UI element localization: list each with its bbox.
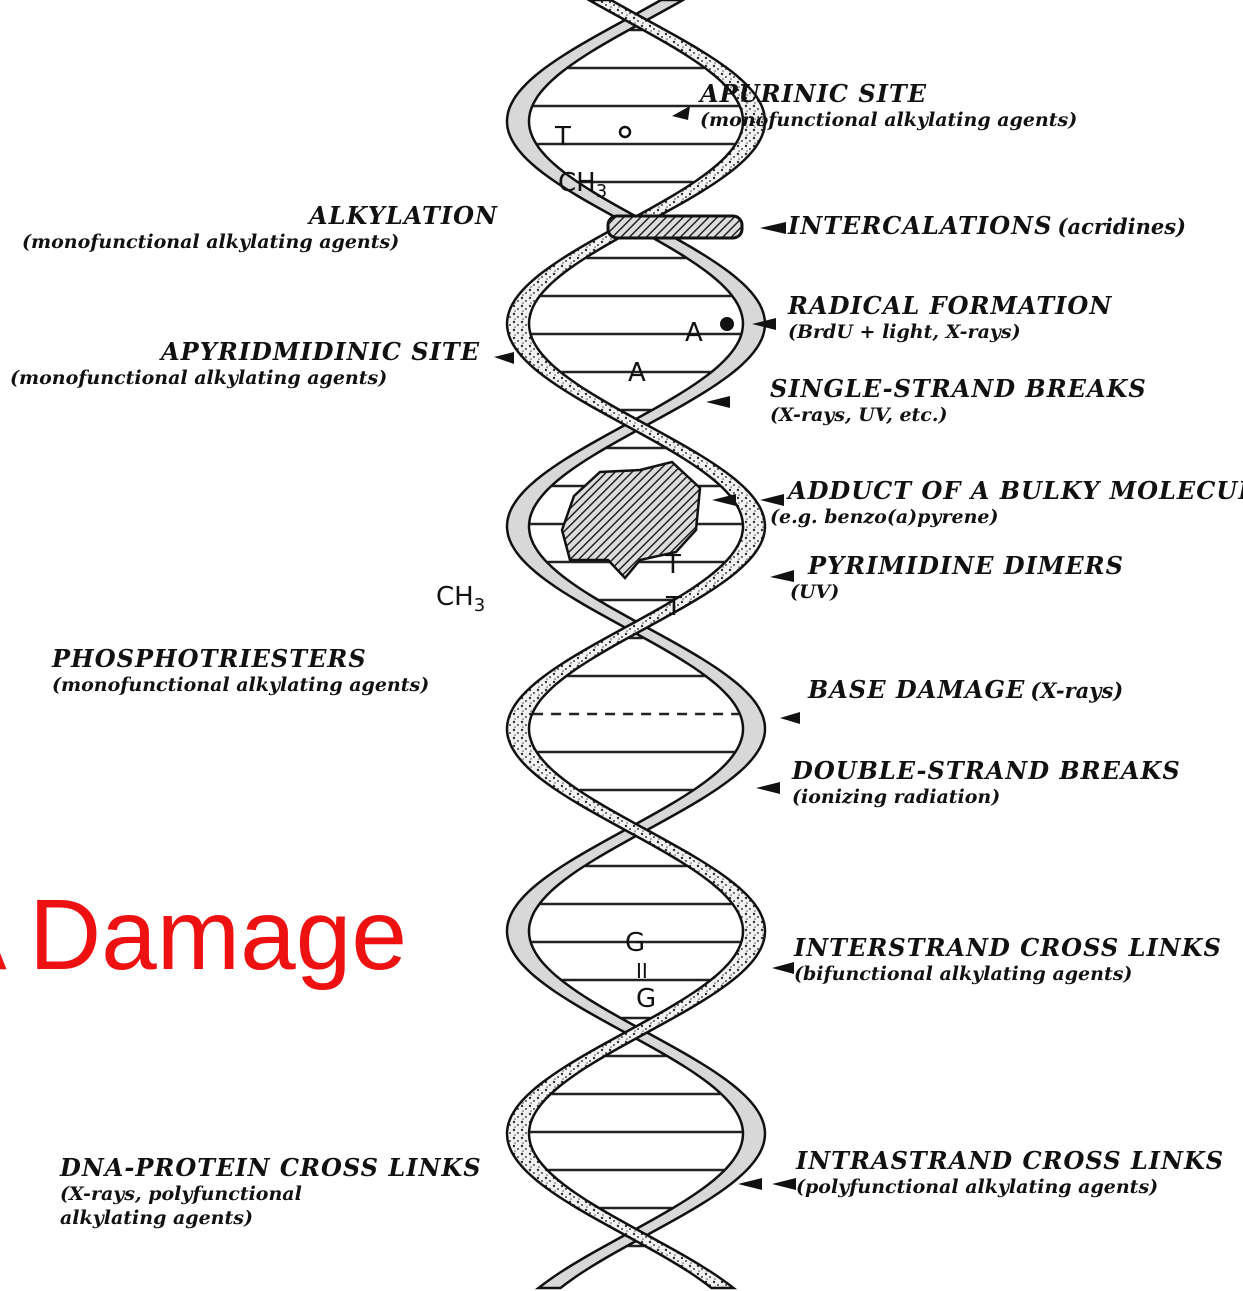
label-subtitle: (BrdU + light, X-rays) <box>788 320 1112 344</box>
crosslink-bond: II <box>636 958 648 984</box>
label-apyrimidinic-site: APYRIDMIDINIC SITE (monofunctional alkyl… <box>10 338 480 390</box>
label-apurinic-site: APURINIC SITE (monofunctional alkylating… <box>700 80 1077 132</box>
label-subtitle: (acridines) <box>1058 214 1186 239</box>
label-title: INTERCALATIONS <box>788 211 1052 240</box>
methyl-symbol: CH <box>558 168 596 198</box>
label-interstrand-cross-links: INTERSTRAND CROSS LINKS (bifunctional al… <box>794 934 1222 986</box>
base-t-1: T <box>555 124 571 150</box>
label-title: DOUBLE-STRAND BREAKS <box>792 757 1181 785</box>
label-bulky-adduct: ADDUCT OF A BULKY MOLECULE (e.g. benzo(a… <box>770 477 1243 529</box>
base-t-3: T <box>666 594 682 620</box>
methyl-subscript: 3 <box>596 181 607 202</box>
methyl-group-1: CH3 <box>558 170 607 205</box>
base-a-1: A <box>685 320 703 346</box>
label-dna-protein-cross-links: DNA-PROTEIN CROSS LINKS (X-rays, polyfun… <box>60 1154 482 1230</box>
label-subtitle: (monofunctional alkylating agents) <box>700 108 1077 132</box>
base-g-2: G <box>636 986 656 1012</box>
base-a-2: A <box>628 360 646 386</box>
label-subtitle: (X-rays, polyfunctional <box>60 1182 482 1206</box>
label-title: APURINIC SITE <box>700 80 1077 108</box>
label-phosphotriesters: PHOSPHOTRIESTERS (monofunctional alkylat… <box>52 645 429 697</box>
label-title: DNA-PROTEIN CROSS LINKS <box>60 1154 482 1182</box>
label-title: INTRASTRAND CROSS LINKS <box>796 1147 1224 1175</box>
label-intrastrand-cross-links: INTRASTRAND CROSS LINKS (polyfunctional … <box>796 1147 1224 1199</box>
label-subtitle: alkylating agents) <box>60 1206 482 1230</box>
label-base-damage: BASE DAMAGE (X-rays) <box>808 676 1123 704</box>
label-title: APYRIDMIDINIC SITE <box>10 338 480 366</box>
label-title: BASE DAMAGE <box>808 675 1025 704</box>
apurinic-site-marker <box>620 127 630 137</box>
methyl-group-2: CH3 <box>436 584 485 619</box>
intercalation-marker <box>608 216 742 238</box>
label-title: SINGLE-STRAND BREAKS <box>770 375 1147 403</box>
label-title: PYRIMIDINE DIMERS <box>790 552 1124 580</box>
label-radical-formation: RADICAL FORMATION (BrdU + light, X-rays) <box>788 292 1112 344</box>
label-subtitle: (bifunctional alkylating agents) <box>794 962 1222 986</box>
label-single-strand-breaks: SINGLE-STRAND BREAKS (X-rays, UV, etc.) <box>770 375 1147 427</box>
label-alkylation: ALKYLATION (monofunctional alkylating ag… <box>22 202 498 254</box>
methyl-symbol: CH <box>436 582 474 612</box>
radical-dot <box>720 317 734 331</box>
label-title: ADDUCT OF A BULKY MOLECULE <box>770 477 1243 505</box>
label-title: RADICAL FORMATION <box>788 292 1112 320</box>
slide-title: A Damage <box>0 880 407 990</box>
methyl-subscript: 3 <box>474 595 485 616</box>
label-title: ALKYLATION <box>22 202 498 230</box>
label-subtitle: (ionizing radiation) <box>792 785 1181 809</box>
label-intercalations: INTERCALATIONS (acridines) <box>788 212 1186 240</box>
label-subtitle: (polyfunctional alkylating agents) <box>796 1175 1224 1199</box>
base-g-1: G <box>625 930 645 956</box>
label-subtitle: (monofunctional alkylating agents) <box>52 673 429 697</box>
label-subtitle: (monofunctional alkylating agents) <box>10 366 480 390</box>
label-title: INTERSTRAND CROSS LINKS <box>794 934 1222 962</box>
label-pyrimidine-dimers: PYRIMIDINE DIMERS (UV) <box>790 552 1124 604</box>
base-t-2: T <box>665 552 681 578</box>
label-subtitle: (monofunctional alkylating agents) <box>22 230 498 254</box>
label-subtitle: (X-rays) <box>1030 678 1123 703</box>
label-title: PHOSPHOTRIESTERS <box>52 645 429 673</box>
label-subtitle: (UV) <box>790 580 1124 604</box>
label-subtitle: (X-rays, UV, etc.) <box>770 403 1147 427</box>
label-subtitle: (e.g. benzo(a)pyrene) <box>770 505 1243 529</box>
base-pair-rungs <box>530 30 742 1246</box>
label-double-strand-breaks: DOUBLE-STRAND BREAKS (ionizing radiation… <box>792 757 1181 809</box>
